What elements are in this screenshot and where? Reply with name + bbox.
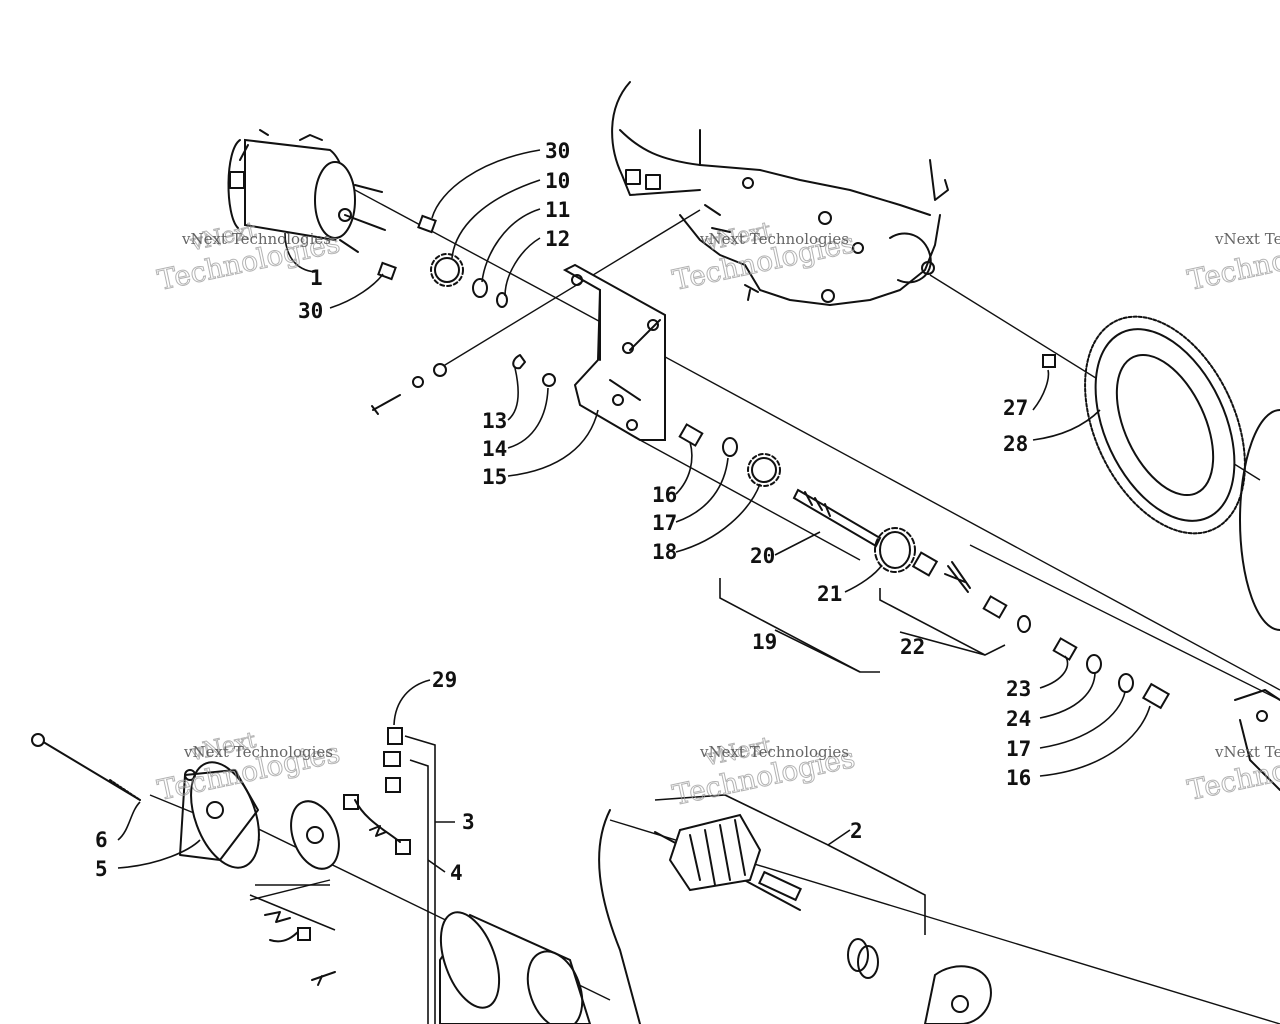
starter-hardware xyxy=(371,214,508,415)
bendix-drive xyxy=(678,423,1171,710)
callout-labels: 30 10 11 12 1 30 13 14 15 16 17 18 20 21… xyxy=(95,139,1031,885)
callout-22: 22 xyxy=(900,635,925,659)
watermark-caption: vNext Technologies xyxy=(699,743,849,761)
watermark-caption: vNext Technologies xyxy=(181,230,331,248)
brush-plate xyxy=(290,800,340,870)
callout-27: 27 xyxy=(1003,396,1028,420)
callout-15: 15 xyxy=(482,465,507,489)
callout-4: 4 xyxy=(450,861,463,885)
callout-23: 23 xyxy=(1006,677,1031,701)
callout-14: 14 xyxy=(482,437,507,461)
callout-21: 21 xyxy=(817,582,842,606)
callout-10: 10 xyxy=(545,169,570,193)
gear-10 xyxy=(430,253,464,287)
callout-12: 12 xyxy=(545,227,570,251)
callout-28: 28 xyxy=(1003,432,1028,456)
watermark-lower-center: Technologies vNext xyxy=(669,733,858,813)
callout-18: 18 xyxy=(652,540,677,564)
callout-30-top: 30 xyxy=(545,139,570,163)
watermark-caption: vNext Technologies xyxy=(699,230,849,248)
watermark-caption: vNext Technologies xyxy=(183,743,333,761)
pinion-21 xyxy=(874,527,916,573)
ring-gear-sprocket xyxy=(1042,315,1280,791)
brushes-springs xyxy=(264,727,411,986)
watermark-caption: vNext Technologies xyxy=(1214,230,1280,248)
mounting-bracket xyxy=(512,263,666,441)
callout-6: 6 xyxy=(95,828,108,852)
watermarks: Technologies vNext vNext Technologies Te… xyxy=(154,218,1280,813)
callout-11: 11 xyxy=(545,198,570,222)
armature xyxy=(654,813,992,1024)
starter-motor xyxy=(227,129,386,253)
gear-18 xyxy=(747,453,781,487)
callout-3: 3 xyxy=(462,810,475,834)
callout-5: 5 xyxy=(95,857,108,881)
callout-19: 19 xyxy=(752,630,777,654)
callout-17-lower: 17 xyxy=(1006,737,1031,761)
watermark-upper-center: Technologies vNext xyxy=(669,218,858,298)
callout-17-upper: 17 xyxy=(652,511,677,535)
callout-24: 24 xyxy=(1006,707,1031,731)
field-housing xyxy=(439,809,641,1024)
callout-2: 2 xyxy=(850,819,863,843)
callout-16-upper: 16 xyxy=(652,483,677,507)
leader-lines xyxy=(117,149,1151,1024)
callout-13: 13 xyxy=(482,409,507,433)
end-cap-assembly xyxy=(31,733,340,870)
watermark-caption: vNext Technologies xyxy=(1214,743,1280,761)
callout-29: 29 xyxy=(432,668,457,692)
callout-30-bottom: 30 xyxy=(298,299,323,323)
callout-20: 20 xyxy=(750,544,775,568)
callout-16-lower: 16 xyxy=(1006,766,1031,790)
engine-block xyxy=(611,81,949,306)
callout-1: 1 xyxy=(310,266,323,290)
